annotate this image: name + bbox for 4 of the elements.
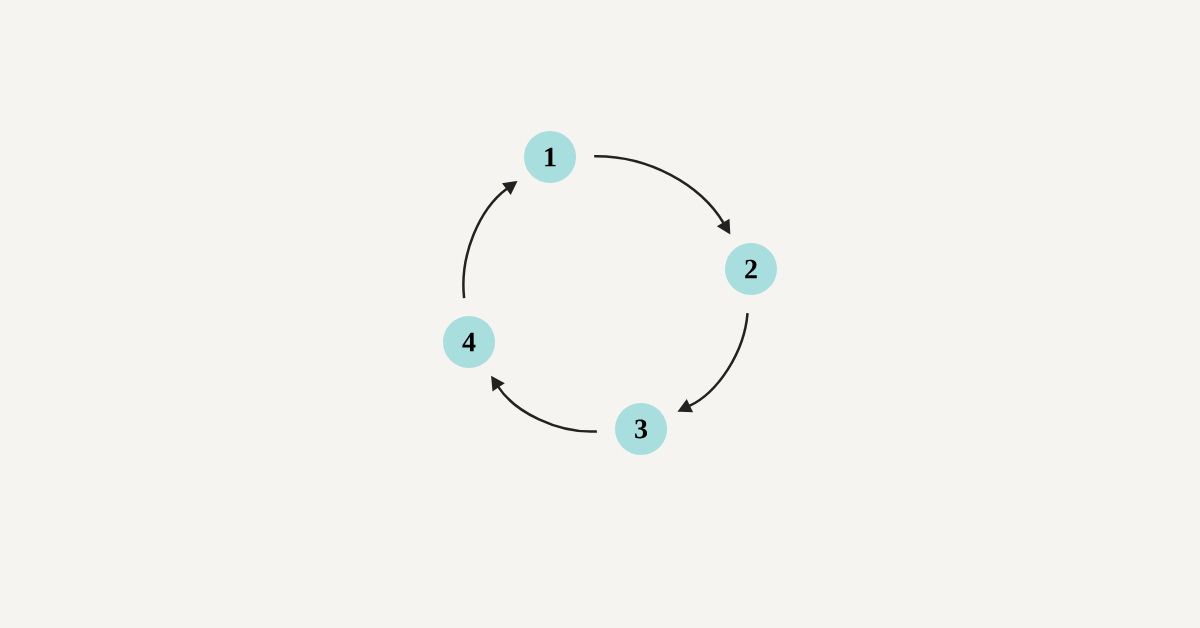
number-blob: 4 [443, 316, 495, 368]
number-blob: 1 [524, 131, 576, 183]
number-blob: 2 [725, 243, 777, 295]
number-blob: 3 [615, 403, 667, 455]
